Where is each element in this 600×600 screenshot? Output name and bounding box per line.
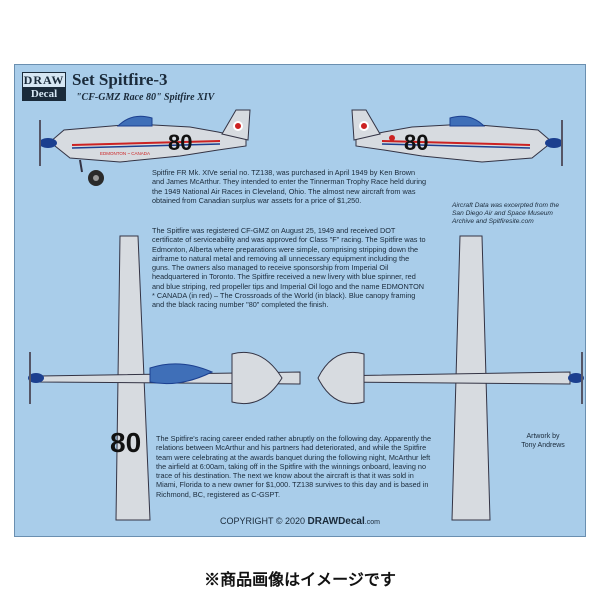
- edmonton-text-left: EDMONTON ~ CANADA: [100, 151, 150, 156]
- profile-left-view: 80 EDMONTON ~ CANADA: [39, 109, 251, 186]
- copyright-line: COPYRIGHT © 2020 DRAWDecal.com: [220, 516, 380, 527]
- race-number-wing: 80: [110, 427, 141, 458]
- history-paragraph-2: The Spitfire was registered CF-GMZ on Au…: [152, 226, 426, 310]
- race-number-right: 80: [404, 130, 428, 155]
- plan-top-view: 80: [28, 235, 301, 521]
- profile-right-view: 80: [351, 109, 563, 166]
- history-paragraph-3: The Spitfire's racing career ended rathe…: [156, 434, 432, 499]
- drawdecal-logo: DRAW Decal: [22, 72, 66, 101]
- set-title: Set Spitfire-3: [72, 70, 168, 89]
- race-number-left: 80: [168, 130, 192, 155]
- artwork-credit: Artwork by Tony Andrews: [521, 433, 565, 449]
- plan-bottom-view: [317, 235, 584, 521]
- history-paragraph-1: Spitfire FR Mk. XIVe serial no. TZ138, w…: [152, 168, 427, 205]
- image-disclaimer: ※商品画像はイメージです: [204, 572, 396, 589]
- set-subtitle: "CF-GMZ Race 80" Spitfire XIV: [76, 92, 215, 103]
- source-note: Aircraft Data was excerpted from the San…: [452, 202, 560, 225]
